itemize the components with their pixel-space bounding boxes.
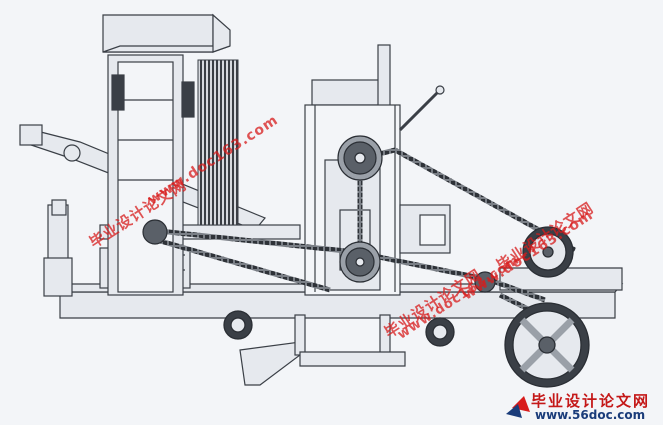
site-logo-url: www.56doc.com — [535, 408, 646, 422]
elevator-belt — [197, 59, 239, 226]
sprocket-icon — [142, 135, 496, 293]
logo-icon — [506, 396, 530, 418]
site-logo-text: 毕业设计论文网 — [531, 392, 651, 410]
wheel-icon — [223, 226, 590, 388]
